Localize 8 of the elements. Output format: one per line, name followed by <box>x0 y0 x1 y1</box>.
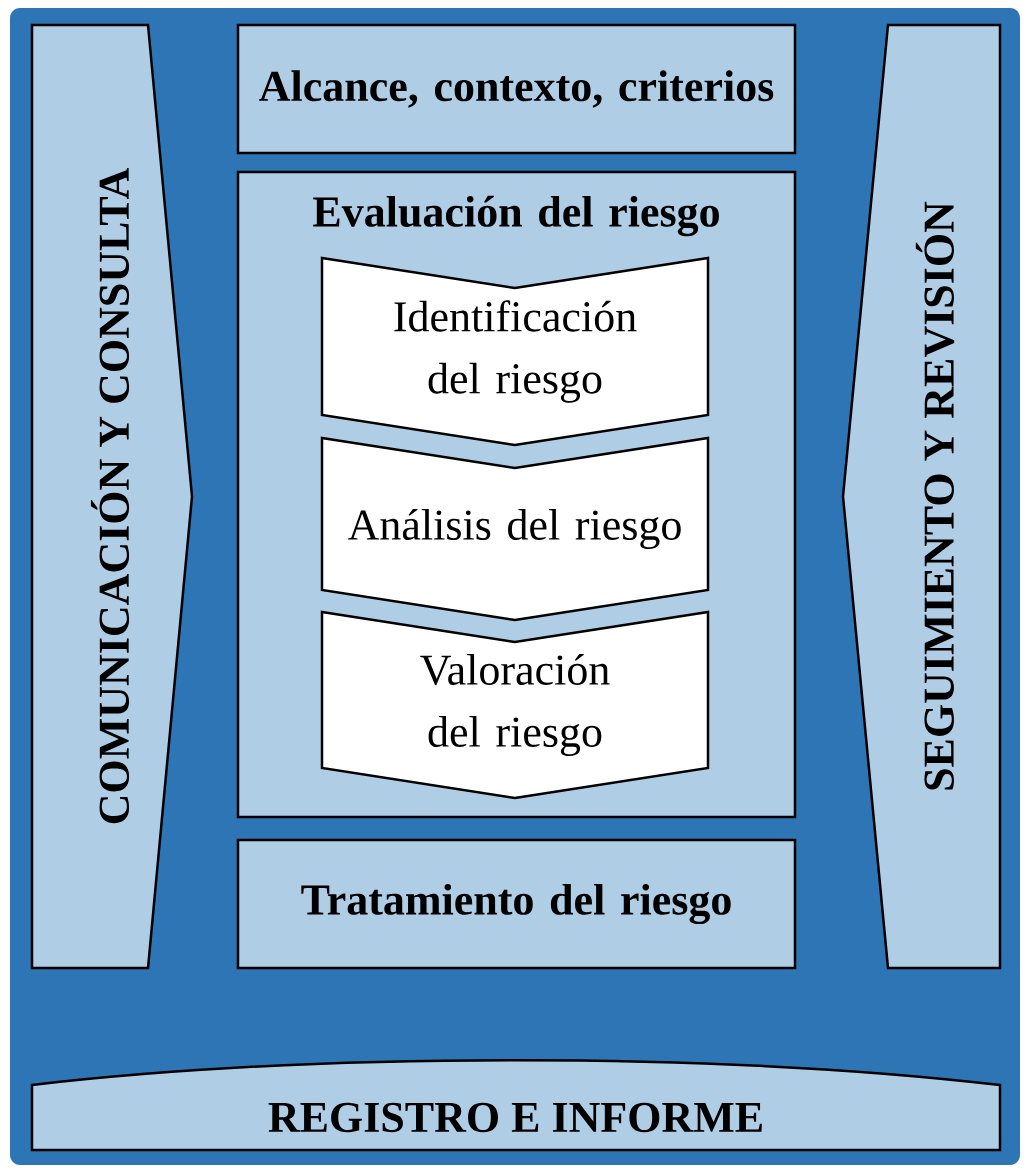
chevron-step: Análisis del riesgo <box>320 436 710 622</box>
chevron-step: Identificación del riesgo <box>320 256 710 447</box>
chevron-step: Valoración del riesgo <box>320 610 710 800</box>
side-arrow-band: COMUNICACIÓN Y CONSULTA <box>30 23 194 970</box>
arched-band: REGISTRO E INFORME <box>30 1059 1002 1152</box>
process-box: Alcance, contexto, criterios <box>236 23 797 155</box>
process-box: Tratamiento del riesgo <box>236 838 797 970</box>
side-arrow-band: SEGUIMIENTO Y REVISIÓN <box>841 23 1002 970</box>
